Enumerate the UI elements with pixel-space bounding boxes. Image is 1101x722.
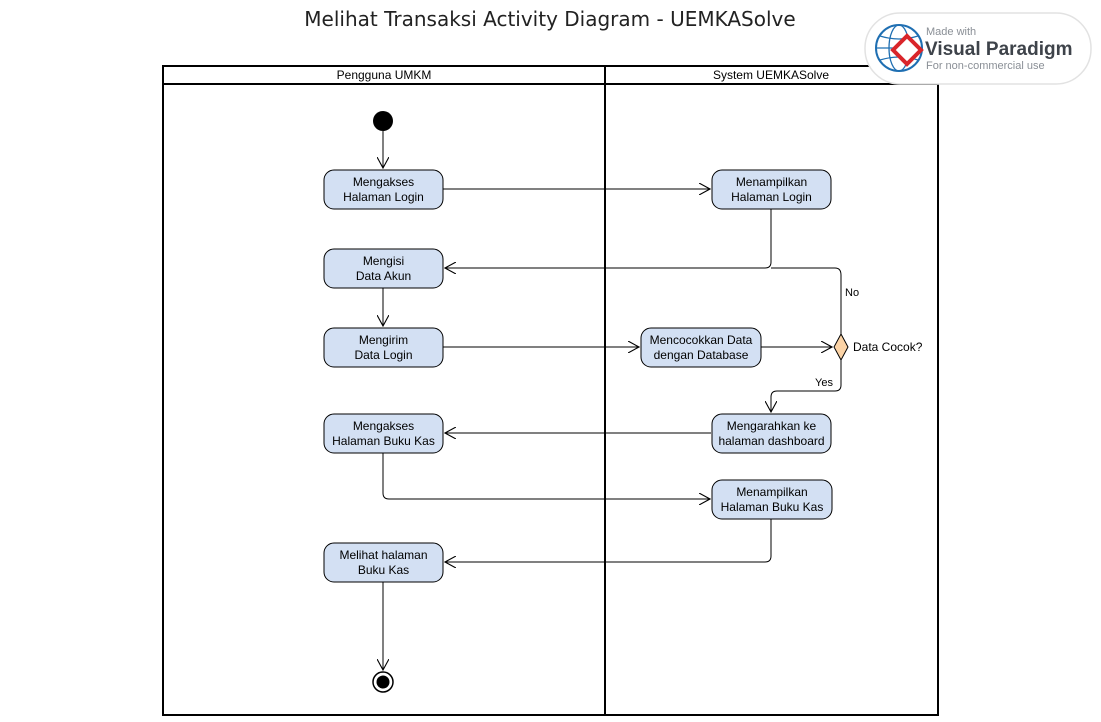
flow-tampil-buku-to-lihat: [445, 519, 772, 562]
watermark-made-with: Made with: [926, 26, 976, 38]
lane-header-system: System UEMKASolve: [713, 68, 829, 82]
swimlane-frame: [162, 65, 939, 716]
action-mengirim-data-login: Mengirim Data Login: [323, 327, 444, 368]
action-mencocokkan-data: Mencocokkan Data dengan Database: [640, 327, 762, 368]
decision-node: [833, 332, 849, 362]
visual-paradigm-watermark: Made with Visual Paradigm For non-commer…: [864, 12, 1092, 85]
diagram-title: Melihat Transaksi Activity Diagram - UEM…: [304, 7, 795, 31]
action-label-line2: Data Akun: [356, 269, 411, 283]
action-menampilkan-halaman-buku-kas: Menampilkan Halaman Buku Kas: [711, 479, 833, 520]
action-label-line2: Data Login: [354, 348, 412, 362]
action-label-line2: halaman dashboard: [718, 434, 824, 448]
watermark-note: For non-commercial use: [926, 60, 1045, 72]
flow-no-back-to-isi-data: [771, 267, 842, 334]
action-label-line2: Halaman Login: [731, 190, 812, 204]
final-node: [372, 671, 394, 693]
action-label-line1: Mengakses: [353, 175, 414, 189]
initial-node: [373, 111, 393, 131]
action-label-line1: Menampilkan: [736, 175, 807, 189]
flow-yes-to-arahkan: [771, 360, 842, 412]
action-label-line1: Mencocokkan Data: [650, 333, 753, 347]
guard-no-label: No: [845, 287, 859, 299]
action-label-line1: Mengisi: [363, 254, 404, 268]
visual-paradigm-logo-icon: [875, 24, 924, 72]
action-menampilkan-halaman-login: Menampilkan Halaman Login: [711, 169, 832, 210]
flow-akses-buku-to-tampil-buku: [382, 453, 710, 499]
action-label-line2: Buku Kas: [358, 563, 409, 577]
action-label-line1: Mengakses: [353, 419, 414, 433]
action-label-line1: Melihat halaman: [339, 548, 427, 562]
action-label-line1: Mengirim: [359, 333, 408, 347]
lane-header-pengguna: Pengguna UMKM: [337, 68, 432, 82]
action-label-line2: dengan Database: [654, 348, 749, 362]
flow-tampil-to-isi-data: [445, 209, 772, 268]
action-label-line1: Mengarahkan ke: [727, 419, 817, 433]
guard-yes-label: Yes: [815, 377, 833, 389]
action-mengarahkan-ke-dashboard: Mengarahkan ke halaman dashboard: [711, 413, 832, 454]
action-mengakses-halaman-buku-kas: Mengakses Halaman Buku Kas: [323, 413, 444, 454]
action-label-line1: Menampilkan: [736, 485, 807, 499]
action-melihat-halaman-buku-kas: Melihat halaman Buku Kas: [323, 542, 444, 583]
watermark-brand: Visual Paradigm: [925, 39, 1073, 60]
action-label-line2: Halaman Login: [343, 190, 424, 204]
action-mengisi-data-akun: Mengisi Data Akun: [323, 248, 444, 289]
action-mengakses-halaman-login: Mengakses Halaman Login: [323, 169, 444, 210]
action-label-line2: Halaman Buku Kas: [332, 434, 435, 448]
control-flows: [382, 131, 842, 670]
action-label-line2: Halaman Buku Kas: [721, 500, 824, 514]
decision-label: Data Cocok?: [853, 340, 923, 354]
